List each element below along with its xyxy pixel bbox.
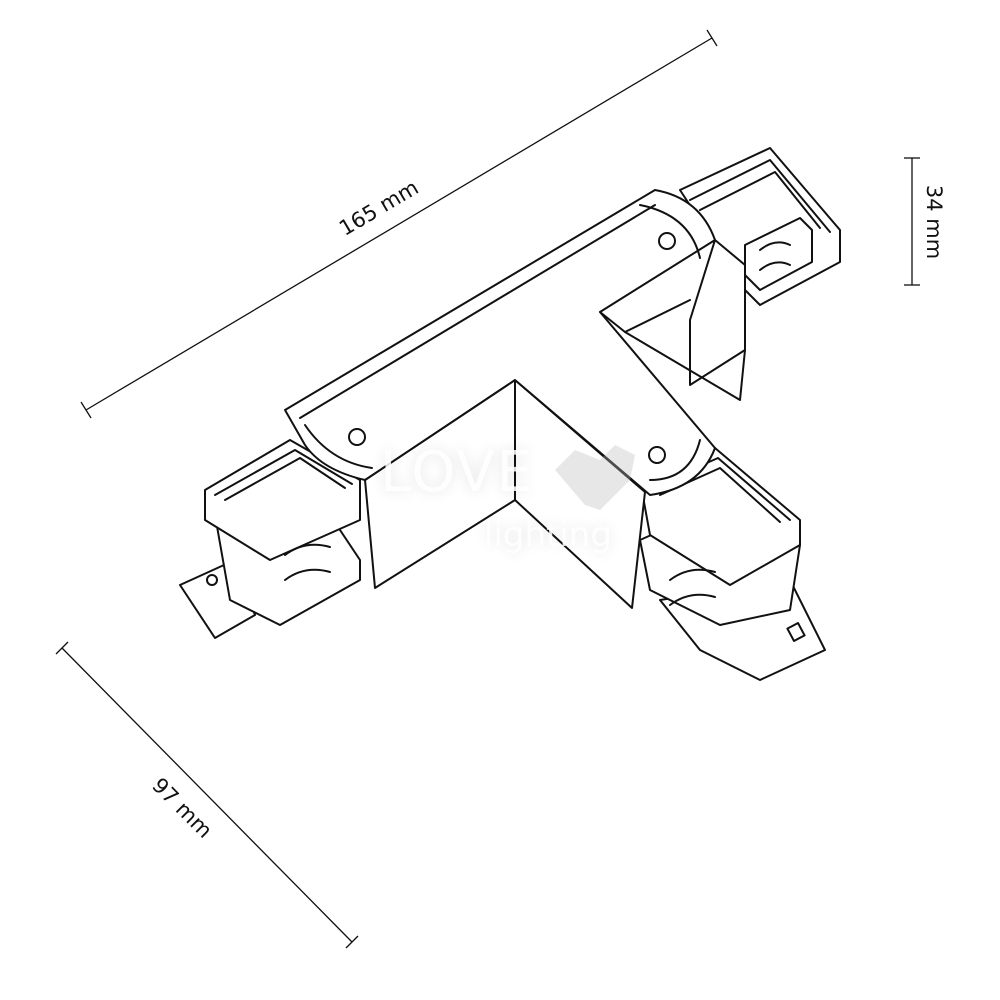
dimension-line-height: [904, 157, 920, 286]
watermark-heart-icon: [555, 445, 635, 510]
watermark-logo-text: LOVE: [380, 440, 534, 505]
screw-hole: [658, 232, 676, 250]
dimension-line-length: [80, 29, 718, 419]
dimension-line-width: [55, 641, 359, 949]
connector-body: [284, 189, 746, 609]
watermark-logo-subtext: lighting: [484, 515, 612, 555]
dimension-label-height: 34 mm: [922, 184, 947, 260]
screw-hole: [348, 428, 366, 446]
screw-hole: [648, 446, 666, 464]
rail-end-left: [179, 439, 361, 639]
